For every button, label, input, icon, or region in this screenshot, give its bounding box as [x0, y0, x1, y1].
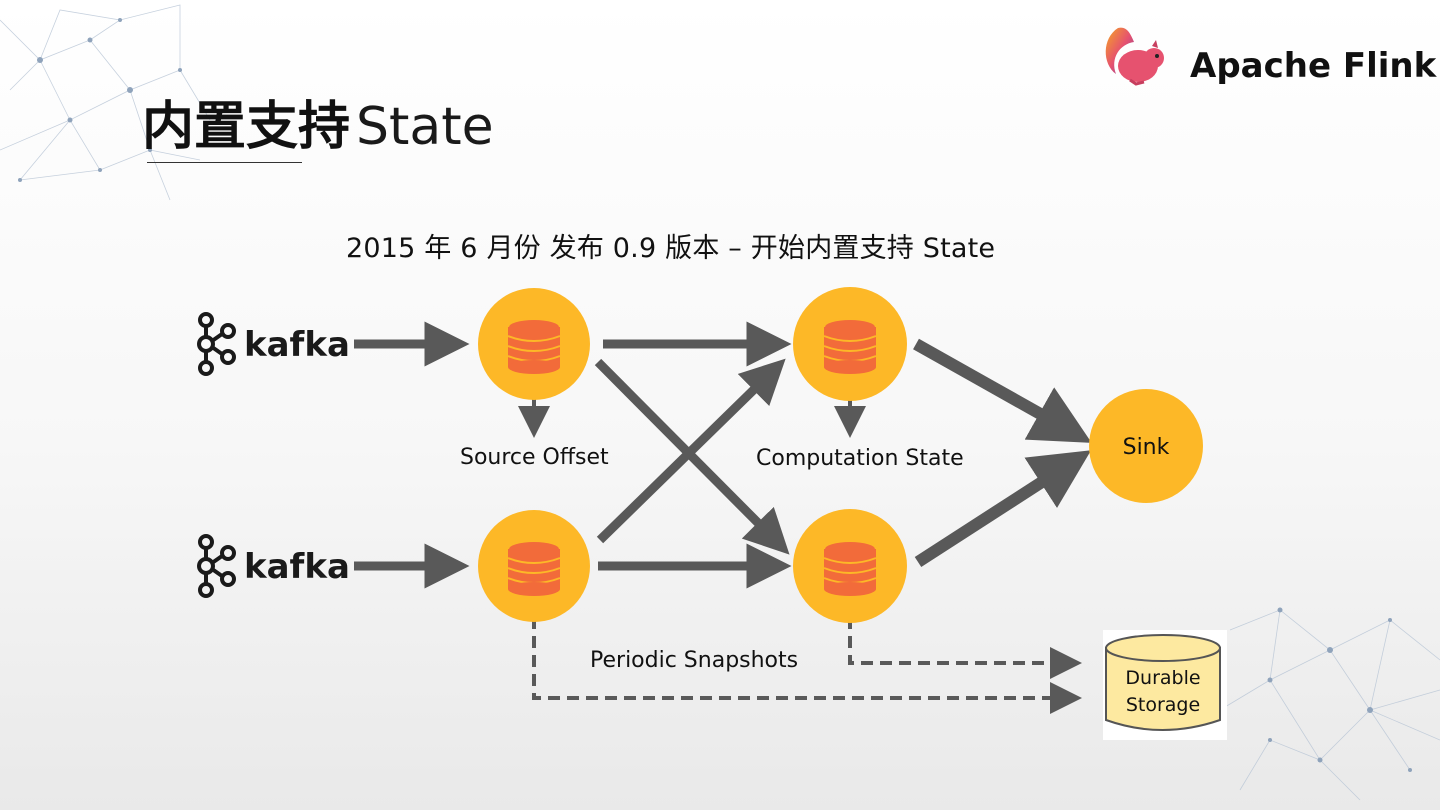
kafka-label-bottom: kafka [244, 547, 350, 587]
operator-node-bottom [793, 509, 907, 623]
database-icon [507, 540, 561, 597]
arrow-source2-to-op1 [596, 358, 786, 544]
slide-subtitle: 2015 年 6 月份 发布 0.9 版本 – 开始内置支持 State [346, 233, 996, 264]
computation-state-label: Computation State [756, 446, 964, 471]
durable-storage-label-line2: Storage [1126, 694, 1200, 716]
title-underline [147, 162, 302, 163]
slide-title-en: State [356, 97, 494, 157]
sink-node [1089, 389, 1203, 503]
kafka-logo-icon [197, 534, 236, 598]
operator-node-top [793, 287, 907, 401]
kafka-label-top: kafka [244, 325, 350, 365]
source-offset-label: Source Offset [460, 445, 609, 470]
database-icon [823, 540, 877, 597]
dashed-arrow-source2-to-storage [532, 598, 1082, 714]
database-icon [507, 318, 561, 375]
sink-label: Sink [1123, 435, 1170, 460]
kafka-logo-icon [197, 312, 236, 376]
flink-squirrel-logo-icon [1105, 27, 1164, 86]
brand-name: Apache Flink [1190, 46, 1437, 86]
source-node-bottom [478, 510, 590, 622]
source-node-top [478, 288, 590, 400]
slide-title-cn: 内置支持 [142, 97, 351, 157]
network-decoration-top-left [0, 4, 211, 201]
database-icon [823, 318, 877, 375]
network-decoration-bottom-right [1219, 607, 1440, 801]
durable-storage-label-line1: Durable [1125, 667, 1200, 689]
periodic-snapshots-label: Periodic Snapshots [590, 648, 798, 673]
arrow-op2-to-sink [914, 450, 1092, 568]
durable-storage-cylinder [1105, 634, 1221, 731]
arrow-op1-to-sink [913, 338, 1092, 443]
